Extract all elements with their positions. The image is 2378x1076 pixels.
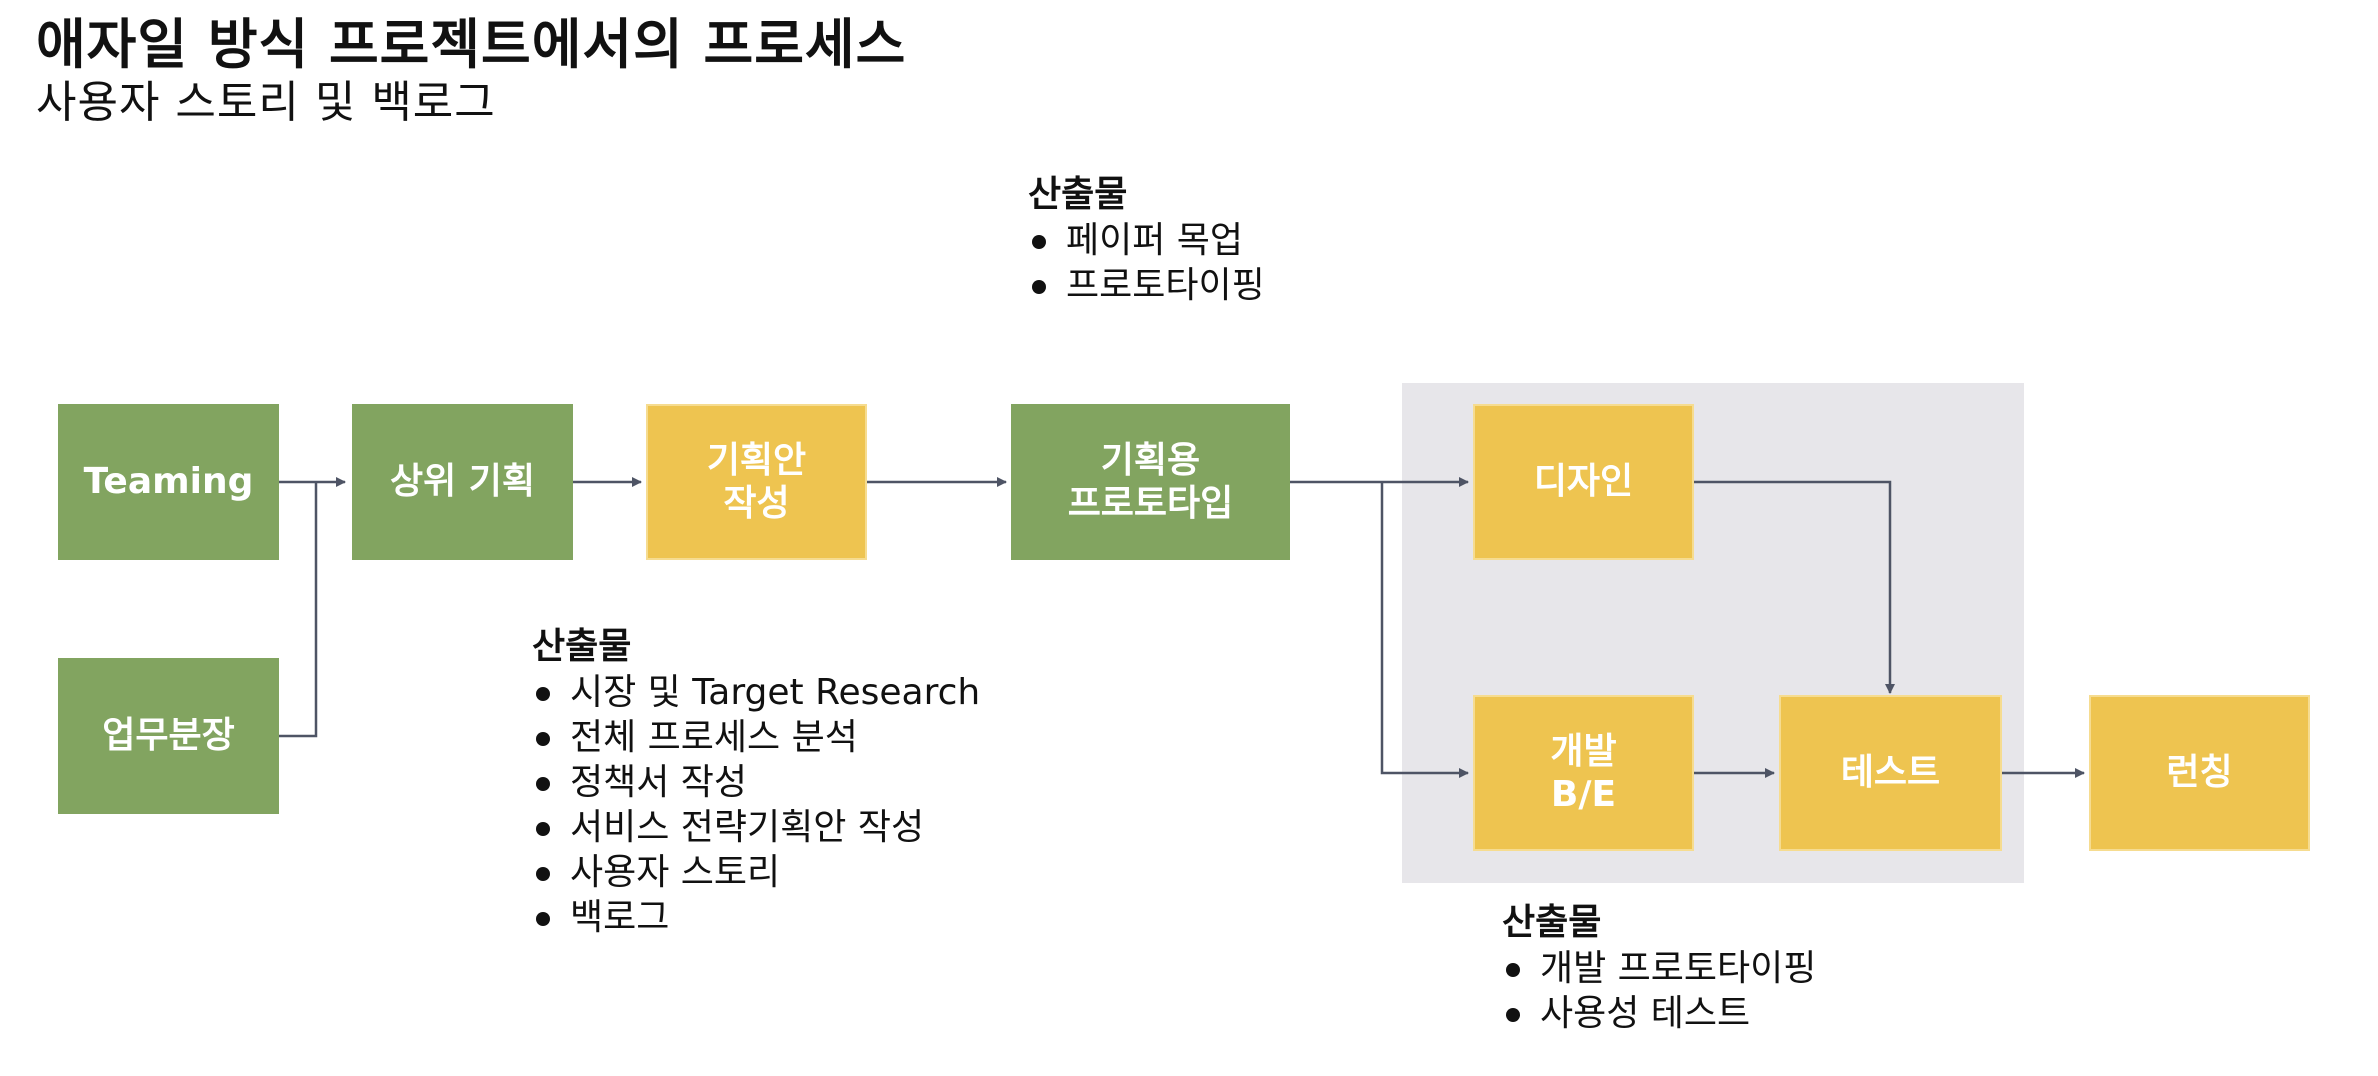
development-node: 개발 B/E bbox=[1473, 695, 1694, 851]
design-label: 디자인 bbox=[1533, 461, 1634, 503]
deliverable-item: 사용자 스토리 bbox=[532, 850, 980, 895]
deliverable-item: 사용성 테스트 bbox=[1502, 991, 1816, 1036]
deliverables-list: 시장 및 Target Research 전체 프로세스 분석 정책서 작성 서… bbox=[532, 670, 980, 940]
deliverable-item: 정책서 작성 bbox=[532, 760, 980, 805]
development-label: 개발 B/E bbox=[1550, 730, 1617, 815]
teaming-label: Teaming bbox=[83, 461, 254, 503]
launch-label: 런칭 bbox=[2166, 752, 2233, 794]
task-division-node: 업무분장 bbox=[58, 658, 279, 814]
planning-prototype-node: 기획용 프로토타입 bbox=[1011, 404, 1290, 560]
test-node: 테스트 bbox=[1779, 695, 2002, 851]
deliverable-item: 백로그 bbox=[532, 895, 980, 940]
page-subtitle: 사용자 스토리 및 백로그 bbox=[36, 77, 496, 128]
deliverables-development: 산출물 개발 프로토타이핑 사용성 테스트 bbox=[1502, 900, 1816, 1036]
deliverable-item: 개발 프로토타이핑 bbox=[1502, 946, 1816, 991]
page-title: 애자일 방식 프로젝트에서의 프로세스 bbox=[36, 13, 907, 76]
arrow-division-to-planning bbox=[279, 482, 318, 738]
test-label: 테스트 bbox=[1840, 752, 1941, 794]
deliverables-list: 개발 프로토타이핑 사용성 테스트 bbox=[1502, 946, 1816, 1036]
deliverables-heading: 산출물 bbox=[1502, 902, 1602, 943]
plan-draft-node: 기획안 작성 bbox=[646, 404, 867, 560]
planning-prototype-label: 기획용 프로토타입 bbox=[1067, 439, 1234, 524]
deliverables-list: 페이퍼 목업 프로토타이핑 bbox=[1028, 218, 1265, 308]
deliverables-heading: 산출물 bbox=[1028, 174, 1128, 215]
launch-node: 런칭 bbox=[2089, 695, 2310, 851]
design-node: 디자인 bbox=[1473, 404, 1694, 560]
deliverable-item: 프로토타이핑 bbox=[1028, 263, 1265, 308]
task-division-label: 업무분장 bbox=[102, 715, 235, 757]
deliverables-prototype: 산출물 페이퍼 목업 프로토타이핑 bbox=[1028, 172, 1265, 308]
deliverable-item: 페이퍼 목업 bbox=[1028, 218, 1265, 263]
deliverables-heading: 산출물 bbox=[532, 626, 632, 667]
teaming-node: Teaming bbox=[58, 404, 279, 560]
deliverable-item: 시장 및 Target Research bbox=[532, 670, 980, 715]
deliverable-item: 서비스 전략기획안 작성 bbox=[532, 805, 980, 850]
high-level-planning-node: 상위 기획 bbox=[352, 404, 573, 560]
deliverables-planning: 산출물 시장 및 Target Research 전체 프로세스 분석 정책서 … bbox=[532, 624, 980, 940]
deliverable-item: 전체 프로세스 분석 bbox=[532, 715, 980, 760]
high-level-planning-label: 상위 기획 bbox=[389, 461, 535, 503]
plan-draft-label: 기획안 작성 bbox=[706, 439, 807, 524]
